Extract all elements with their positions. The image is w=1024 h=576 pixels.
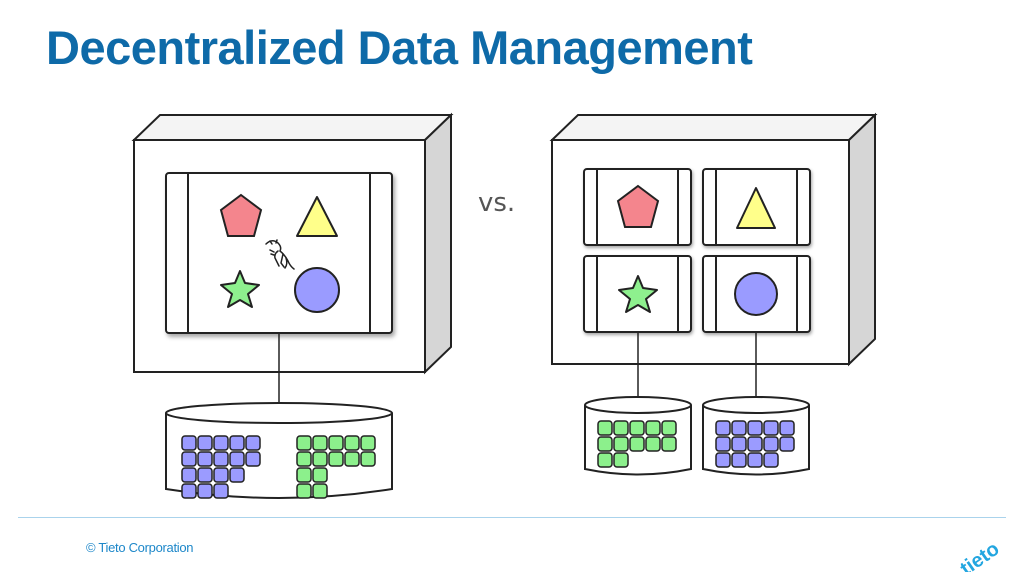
star-icon <box>618 275 658 313</box>
monolith-database <box>165 402 393 499</box>
record-block <box>181 483 197 499</box>
record-block <box>779 436 795 452</box>
record-block <box>360 435 376 451</box>
record-block <box>296 435 312 451</box>
record-block <box>229 451 245 467</box>
record-block <box>197 451 213 467</box>
record-block <box>296 451 312 467</box>
vs-label: vs. <box>478 188 516 218</box>
triangle-icon <box>296 196 338 237</box>
record-block <box>645 420 661 436</box>
monolith-server-top <box>131 114 454 141</box>
monolith-app-panel <box>165 172 393 334</box>
record-block <box>312 483 328 499</box>
footer-rule <box>18 517 1006 518</box>
service-panel-circle <box>702 255 811 333</box>
record-block <box>597 420 613 436</box>
record-block <box>763 420 779 436</box>
service-panel-triangle <box>702 168 811 246</box>
record-block <box>197 467 213 483</box>
record-block <box>344 435 360 451</box>
record-block <box>245 435 261 451</box>
star-service-database <box>584 396 692 476</box>
record-block <box>360 451 376 467</box>
record-block <box>629 420 645 436</box>
record-block <box>731 452 747 468</box>
record-block <box>747 420 763 436</box>
circle-icon <box>734 272 778 316</box>
copyright-text: © Tieto Corporation <box>86 540 194 555</box>
record-block <box>181 435 197 451</box>
record-block <box>312 467 328 483</box>
record-block <box>296 483 312 499</box>
star-icon <box>220 270 260 308</box>
record-block <box>344 451 360 467</box>
record-block <box>296 467 312 483</box>
triangle-icon <box>736 187 776 229</box>
record-block <box>597 452 613 468</box>
record-block <box>245 451 261 467</box>
record-block <box>213 451 229 467</box>
record-block <box>213 483 229 499</box>
record-block <box>613 420 629 436</box>
record-block <box>213 467 229 483</box>
monolith-db-purple-records <box>181 435 261 499</box>
record-block <box>661 436 677 452</box>
record-block <box>763 436 779 452</box>
service-panel-pentagon <box>583 168 692 246</box>
tieto-logo: tieto <box>956 538 1003 572</box>
record-block <box>181 467 197 483</box>
record-block <box>213 435 229 451</box>
service-db-purple-records <box>715 420 795 468</box>
record-block <box>747 452 763 468</box>
record-block <box>312 435 328 451</box>
record-block <box>597 436 613 452</box>
record-block <box>731 420 747 436</box>
pentagon-icon <box>616 184 660 228</box>
dinosaur-icon <box>265 239 295 270</box>
microservices-server-side <box>848 112 876 367</box>
record-block <box>197 483 213 499</box>
record-block <box>763 452 779 468</box>
record-block <box>197 435 213 451</box>
record-block <box>715 452 731 468</box>
record-block <box>731 436 747 452</box>
record-block <box>645 436 661 452</box>
slide-title: Decentralized Data Management <box>46 21 753 74</box>
record-block <box>229 435 245 451</box>
service-panel-star <box>583 255 692 333</box>
record-block <box>661 420 677 436</box>
svg-text:tieto: tieto <box>956 538 1003 572</box>
record-block <box>312 451 328 467</box>
record-block <box>328 451 344 467</box>
pentagon-icon <box>219 193 263 237</box>
record-block <box>747 436 763 452</box>
circle-service-database <box>702 396 810 476</box>
record-block <box>229 467 245 483</box>
monolith-server-side <box>424 112 452 375</box>
record-block <box>181 451 197 467</box>
record-block <box>779 420 795 436</box>
circle-icon <box>294 267 340 313</box>
record-block <box>328 435 344 451</box>
record-block <box>715 420 731 436</box>
record-block <box>715 436 731 452</box>
record-block <box>629 436 645 452</box>
monolith-db-green-records <box>296 435 376 499</box>
record-block <box>613 436 629 452</box>
service-db-green-records <box>597 420 677 468</box>
microservices-server-top <box>549 114 878 141</box>
record-block <box>613 452 629 468</box>
